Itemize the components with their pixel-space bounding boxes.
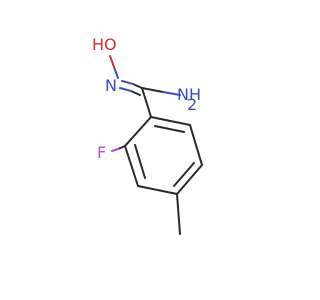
ring-bond-c3-c4 [137,185,178,195]
ring-bond-c6-c1 [150,116,191,126]
structure-canvas: HO N NH 2 F [92,35,203,235]
amine-subscript: 2 [187,95,197,114]
c-f-bond-fluorine-part [111,148,119,152]
ring-bond-c1-c2 [124,116,152,147]
fluorine-label: F [97,143,106,162]
c-n-double-bond-a-nitrogen [121,80,134,85]
ring-inner-bond-b [173,162,195,187]
ring-inner-bond-c [154,125,185,133]
ring-bond-c4-c5 [176,164,203,195]
n-o-bond-oxygen-part [109,55,115,68]
c-f-bond-carbon-part [117,145,126,150]
amine-label: NH [177,85,201,104]
methyl-bond [176,193,181,235]
imine-nitrogen-label: N [105,76,117,95]
ring-bond-c5-c6 [189,124,203,166]
hydroxyl-label: HO [92,35,117,54]
ring-bond-c2-c3 [124,145,139,187]
c-n-double-bond-b-nitrogen [119,87,132,92]
ring-inner-bond-a [134,144,146,179]
c-n-double-bond-a-carbon [132,83,143,89]
molecule-diagram: HO N NH 2 F [92,35,203,235]
c-nh2-bond-nitrogen-part [162,91,181,96]
c-nh2-bond-carbon-part [141,87,164,93]
ring-to-amidine-bond [141,87,152,118]
c-n-double-bond-b-carbon [130,90,141,96]
n-o-bond-nitrogen-part [113,66,119,79]
